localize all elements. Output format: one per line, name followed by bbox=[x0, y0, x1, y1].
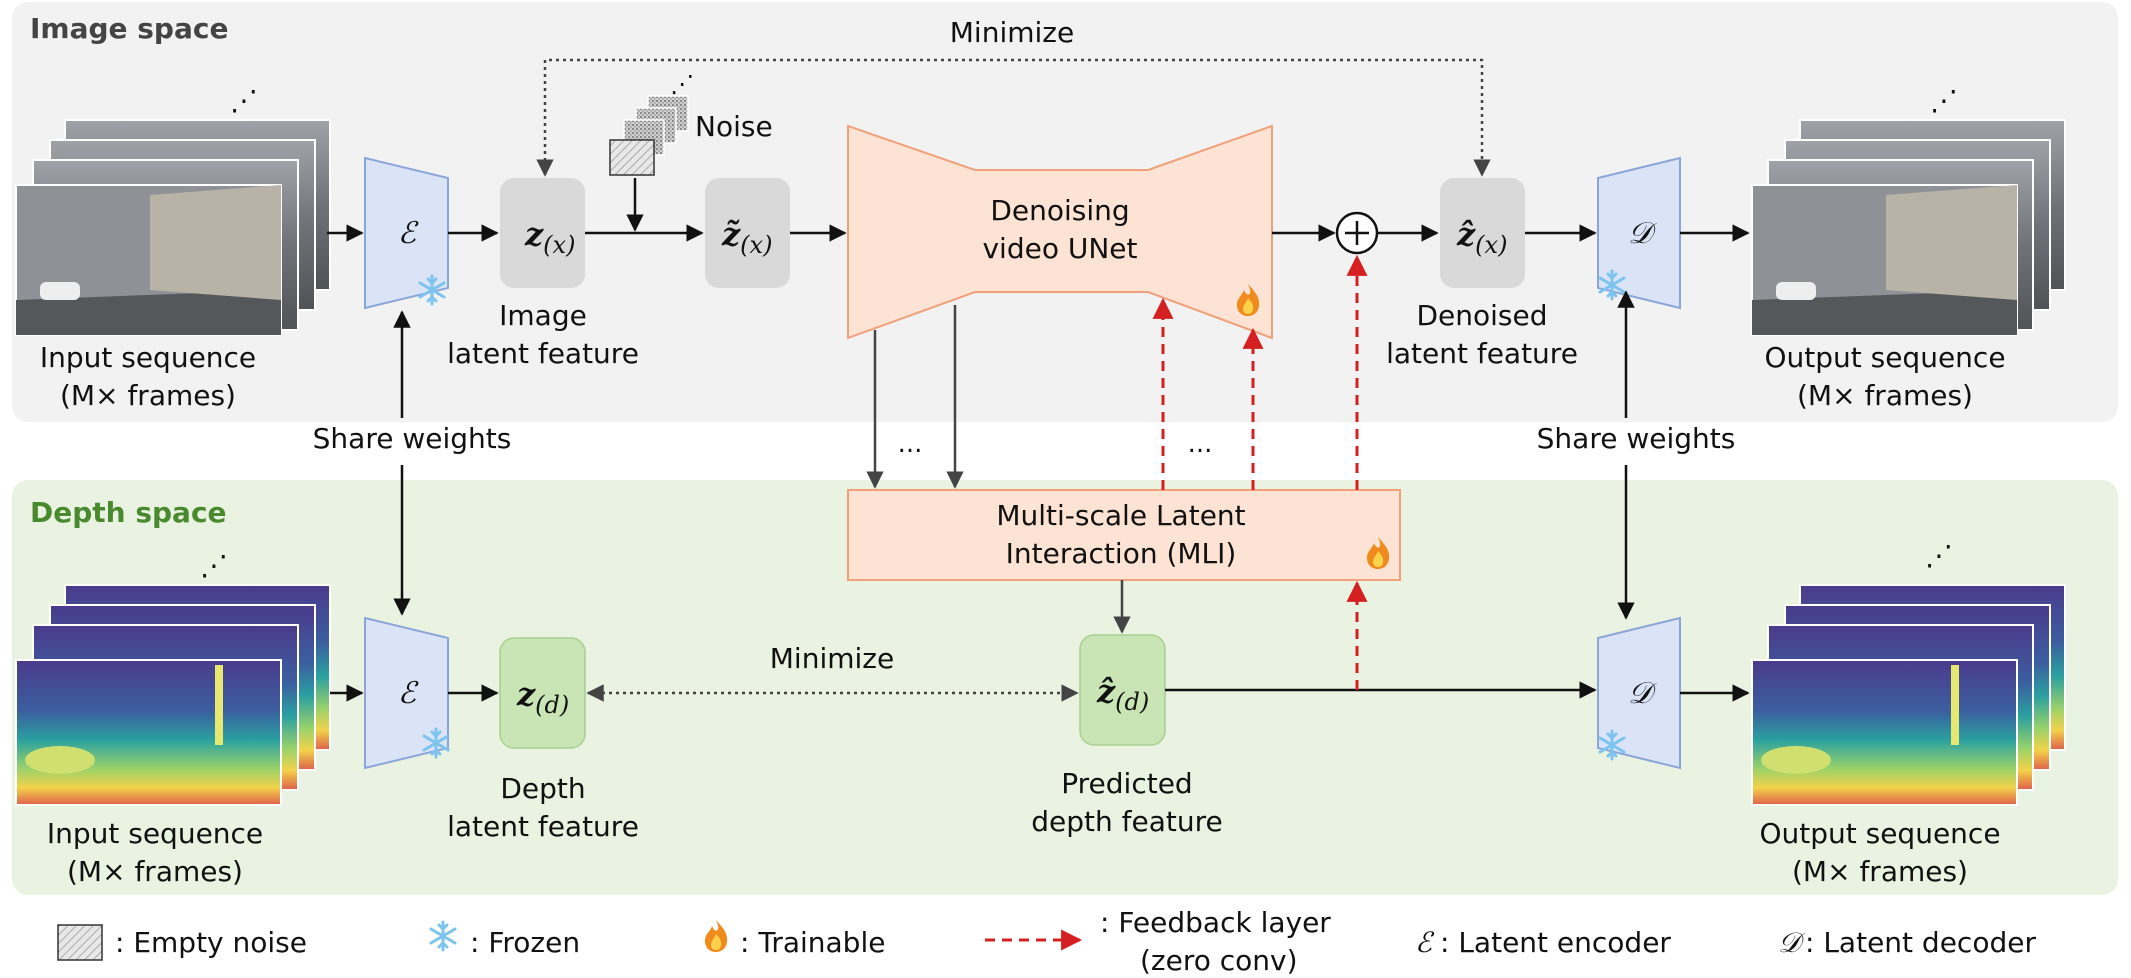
input-sequence-image-label: Input sequence bbox=[40, 341, 256, 374]
depth-latent-caption-1: Depth bbox=[500, 772, 585, 805]
output-sequence-depth-sublabel: (M× frames) bbox=[1792, 855, 1968, 888]
legend-encoder-symbol: ℰ bbox=[1415, 926, 1435, 959]
denoised-latent-symbol: ẑ(x) bbox=[1456, 215, 1507, 259]
predicted-depth-caption-1: Predicted bbox=[1061, 767, 1192, 800]
input-sequence-depth-frames: ⋰ bbox=[15, 549, 331, 806]
unet-label-1: Denoising bbox=[990, 194, 1129, 227]
legend-decoder-symbol: 𝒟 bbox=[1778, 926, 1805, 959]
noisy-latent-symbol: z̃(x) bbox=[721, 215, 772, 259]
depth-encoder-symbol: ℰ bbox=[398, 676, 419, 711]
predicted-depth-caption-2: depth feature bbox=[1031, 805, 1223, 838]
image-decoder bbox=[1597, 156, 1681, 310]
minimize-bottom-label: Minimize bbox=[770, 642, 894, 675]
image-encoder-symbol: ℰ bbox=[398, 216, 419, 251]
noise-label: Noise bbox=[695, 110, 773, 143]
legend-trainable: : Trainable bbox=[740, 926, 885, 959]
image-encoder bbox=[364, 156, 449, 310]
output-sequence-image-sublabel: (M× frames) bbox=[1797, 379, 1973, 412]
output-sequence-image-label: Output sequence bbox=[1764, 341, 2005, 374]
denoised-latent-caption-1: Denoised bbox=[1416, 299, 1547, 332]
input-sequence-image-frames: ⋰ bbox=[15, 84, 331, 336]
output-sequence-depth-frames: ⋰ bbox=[1751, 539, 2066, 806]
feedback-arrows bbox=[1152, 254, 1368, 690]
image-latent-box bbox=[500, 178, 585, 288]
unet-label-2: video UNet bbox=[982, 232, 1137, 265]
image-latent-symbol: z(x) bbox=[524, 215, 575, 259]
legend-latent-encoder: : Latent encoder bbox=[1440, 926, 1671, 959]
unet-to-mli-arrows bbox=[866, 305, 1131, 634]
depth-latent-caption-2: latent feature bbox=[447, 810, 639, 843]
legend-feedback-1: : Feedback layer bbox=[1100, 906, 1331, 939]
svg-text:⋰: ⋰ bbox=[1925, 539, 1953, 572]
depth-space-title: Depth space bbox=[30, 496, 227, 529]
snowflake-icon bbox=[429, 920, 457, 952]
ellipsis-left: ... bbox=[898, 429, 923, 459]
empty-noise-icon bbox=[57, 924, 103, 961]
legend: : Empty noise : Frozen : Trainable : Fee… bbox=[57, 906, 2036, 977]
mli-block bbox=[847, 489, 1401, 581]
denoised-latent-box bbox=[1440, 178, 1525, 288]
minimize-top-label: Minimize bbox=[950, 16, 1074, 49]
share-weights-right-label: Share weights bbox=[1537, 422, 1736, 455]
share-weights-arrows bbox=[393, 290, 1635, 620]
fire-icon bbox=[705, 920, 728, 952]
depth-latent-box bbox=[499, 637, 586, 749]
minimize-top-connector bbox=[536, 58, 1491, 177]
depth-encoder bbox=[364, 616, 449, 770]
mli-label-1: Multi-scale Latent bbox=[996, 499, 1245, 532]
denoised-latent-caption-2: latent feature bbox=[1386, 337, 1578, 370]
depth-decoder bbox=[1597, 616, 1681, 770]
image-latent-caption-2: latent feature bbox=[447, 337, 639, 370]
input-sequence-depth-sublabel: (M× frames) bbox=[67, 855, 243, 888]
input-sequence-depth-label: Input sequence bbox=[47, 817, 263, 850]
legend-latent-decoder: : Latent decoder bbox=[1805, 926, 2036, 959]
share-weights-left-label: Share weights bbox=[313, 422, 512, 455]
svg-text:⋰: ⋰ bbox=[230, 84, 258, 117]
depth-latent-symbol: z(d) bbox=[516, 675, 569, 719]
noisy-latent-box bbox=[705, 178, 790, 288]
flow-arrows bbox=[327, 178, 1750, 702]
svg-text:⋰: ⋰ bbox=[1930, 84, 1958, 117]
svg-text:⋰: ⋰ bbox=[670, 70, 694, 98]
image-latent-caption-1: Image bbox=[499, 299, 587, 332]
legend-feedback-2: (zero conv) bbox=[1140, 944, 1298, 977]
legend-empty-noise: : Empty noise bbox=[115, 926, 307, 959]
output-sequence-image-frames: ⋰ bbox=[1751, 84, 2066, 336]
predicted-depth-symbol: ẑ(d) bbox=[1096, 672, 1149, 716]
image-space-title: Image space bbox=[30, 12, 228, 45]
legend-frozen: : Frozen bbox=[470, 926, 580, 959]
output-sequence-depth-label: Output sequence bbox=[1759, 817, 2000, 850]
svg-text:⋰: ⋰ bbox=[200, 549, 228, 582]
input-sequence-image-sublabel: (M× frames) bbox=[60, 379, 236, 412]
ellipsis-right: ... bbox=[1188, 429, 1213, 459]
mli-label-2: Interaction (MLI) bbox=[1006, 537, 1237, 570]
